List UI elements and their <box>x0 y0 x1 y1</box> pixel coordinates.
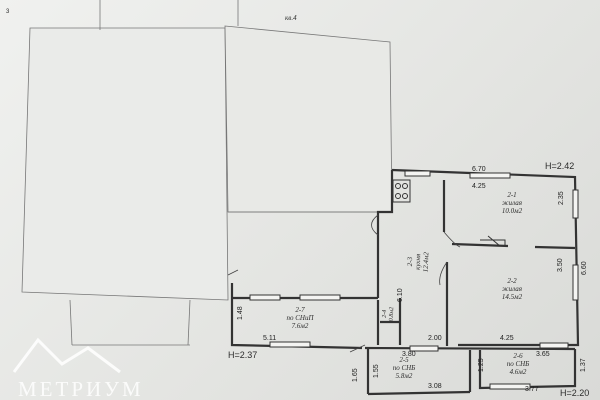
room-id: 2-2 <box>507 277 517 285</box>
room-area: 0.8м2 <box>389 307 395 322</box>
room-2-4: 2-4 0.8м2 <box>381 307 395 322</box>
dimension-label: 1.55 <box>373 364 380 378</box>
room-name: по СНиП <box>286 314 314 322</box>
room-area: 14.5м2 <box>502 293 523 301</box>
room-name: жилая <box>502 285 522 293</box>
dimension-label: 1.37 <box>580 358 587 372</box>
dimension-label: 1.25 <box>478 358 485 372</box>
height-south-east: H=2.20 <box>560 388 589 398</box>
metrium-watermark: МЕТРИУМ <box>12 337 144 400</box>
section-lines <box>227 269 366 353</box>
room-id: 2-7 <box>295 306 305 314</box>
dimension-label: 6.10 <box>397 288 404 302</box>
dimension-label: 3.65 <box>536 351 550 358</box>
room-2-3: 2-3 кухня 12.4м2 <box>406 251 431 272</box>
dimension-label: 2.35 <box>558 191 565 205</box>
dimension-label: 3.50 <box>557 258 564 272</box>
dimension-label: 4.25 <box>472 183 486 190</box>
room-2-2: 2-2 жилая 14.5м2 <box>502 277 523 301</box>
room-2-7: 2-7 по СНиП 7.6м2 <box>286 306 314 330</box>
dimension-label: 2.00 <box>428 335 442 342</box>
room-name: по СНБ <box>507 360 530 368</box>
watermark-text: МЕТРИУМ <box>18 377 144 400</box>
room-area: 4.6м2 <box>510 368 527 376</box>
room-id: 2-6 <box>513 352 523 360</box>
corner-mark: 3 <box>6 9 10 15</box>
room-id: 2-4 <box>381 310 388 318</box>
dimension-label: 1.48 <box>237 306 244 320</box>
dimension-label: 6.60 <box>581 261 588 275</box>
height-north-east: H=2.42 <box>545 161 574 171</box>
room-name: кухня <box>414 254 423 270</box>
room-2-1: 2-1 жилая 10.0м2 <box>502 191 523 215</box>
logo-mark-icon <box>12 337 121 374</box>
height-west: H=2.37 <box>228 350 257 360</box>
dimension-label: 3.80 <box>402 351 416 358</box>
stove-fixture <box>392 179 411 203</box>
dimension-label: 3.08 <box>428 383 442 390</box>
room-id: 2-5 <box>399 356 409 364</box>
dimension-label: 6.70 <box>472 166 486 173</box>
stair-mark <box>480 235 506 247</box>
dimension-label: 3.77 <box>525 386 539 393</box>
room-area: 7.6м2 <box>292 322 309 330</box>
room-name: по СНБ <box>393 364 416 372</box>
room-area: 10.0м2 <box>502 207 523 215</box>
room-id: 2-1 <box>507 191 516 199</box>
flat-label: кв.4 <box>285 14 297 22</box>
walls <box>230 168 580 396</box>
paper-sheets <box>21 0 393 346</box>
dimension-label: 4.25 <box>500 335 514 342</box>
door-arcs <box>371 214 461 286</box>
dimension-labels: 6.70 4.25 2.35 3.50 6.60 6.10 2.00 3.80 … <box>237 166 588 393</box>
room-name: жилая <box>502 199 522 207</box>
room-area: 12.4м2 <box>422 251 431 272</box>
room-2-6: 2-6 по СНБ 4.6м2 <box>507 352 530 376</box>
room-area: 5.8м2 <box>396 372 413 380</box>
dimension-label: 1.65 <box>352 368 359 382</box>
room-2-5: 2-5 по СНБ 5.8м2 <box>393 356 416 380</box>
dimension-label: 5.11 <box>263 335 276 342</box>
room-id: 2-3 <box>406 256 414 266</box>
windows <box>249 170 579 390</box>
